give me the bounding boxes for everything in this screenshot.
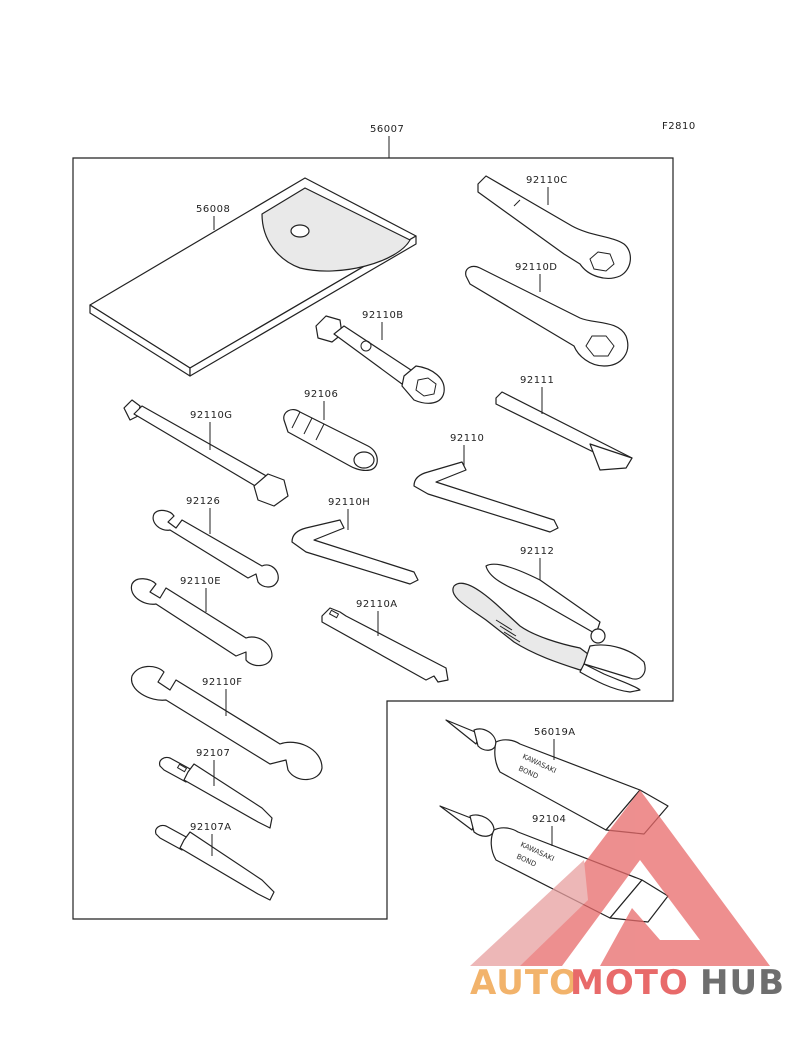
label-92110: 92110 bbox=[450, 433, 484, 444]
bar-92111 bbox=[495, 391, 633, 471]
watermark-hub: HUB bbox=[700, 963, 785, 1003]
figure-code: F2810 bbox=[662, 121, 696, 132]
wrench-92110f bbox=[131, 665, 323, 781]
pliers-92112 bbox=[452, 563, 646, 693]
label-92110B: 92110B bbox=[362, 310, 404, 321]
tool-pouch bbox=[89, 177, 417, 377]
watermark-moto: MOTO bbox=[570, 963, 689, 1003]
kit-frame bbox=[72, 157, 674, 920]
label-92110F: 92110F bbox=[202, 677, 243, 688]
label-92110H: 92110H bbox=[328, 497, 370, 508]
extension-92110g bbox=[123, 399, 289, 507]
hex-key-92110h bbox=[291, 519, 419, 585]
hex-key-92110 bbox=[413, 461, 559, 533]
label-92106: 92106 bbox=[304, 389, 338, 400]
label-92110E: 92110E bbox=[180, 576, 221, 587]
label-92107: 92107 bbox=[196, 748, 230, 759]
socket-92110b bbox=[315, 315, 445, 404]
label-92110A: 92110A bbox=[356, 599, 398, 610]
spark-plug-socket-92106 bbox=[283, 408, 378, 472]
wrench-92110e bbox=[130, 578, 273, 667]
box-wrench-92110d bbox=[465, 265, 629, 367]
wrench-92126 bbox=[152, 509, 279, 588]
label-92110G: 92110G bbox=[190, 410, 233, 421]
label-92107A: 92107A bbox=[190, 822, 232, 833]
label-92110C: 92110C bbox=[526, 175, 568, 186]
label-56007: 56007 bbox=[370, 124, 404, 135]
watermark-logo bbox=[470, 790, 770, 966]
label-92112: 92112 bbox=[520, 546, 554, 557]
label-56008: 56008 bbox=[196, 204, 230, 215]
wrench-92110a bbox=[321, 607, 449, 683]
label-92110D: 92110D bbox=[515, 262, 558, 273]
label-56019A: 56019A bbox=[534, 727, 576, 738]
watermark-auto: AUTO bbox=[470, 963, 579, 1003]
screwdriver-92107 bbox=[159, 756, 273, 829]
label-92104: 92104 bbox=[532, 814, 566, 825]
label-92111: 92111 bbox=[520, 375, 554, 386]
label-92126: 92126 bbox=[186, 496, 220, 507]
box-wrench-92110c bbox=[477, 175, 631, 279]
screwdriver-92107a bbox=[155, 824, 275, 901]
watermark-text: AUTO MOTO HUB bbox=[470, 963, 785, 1003]
